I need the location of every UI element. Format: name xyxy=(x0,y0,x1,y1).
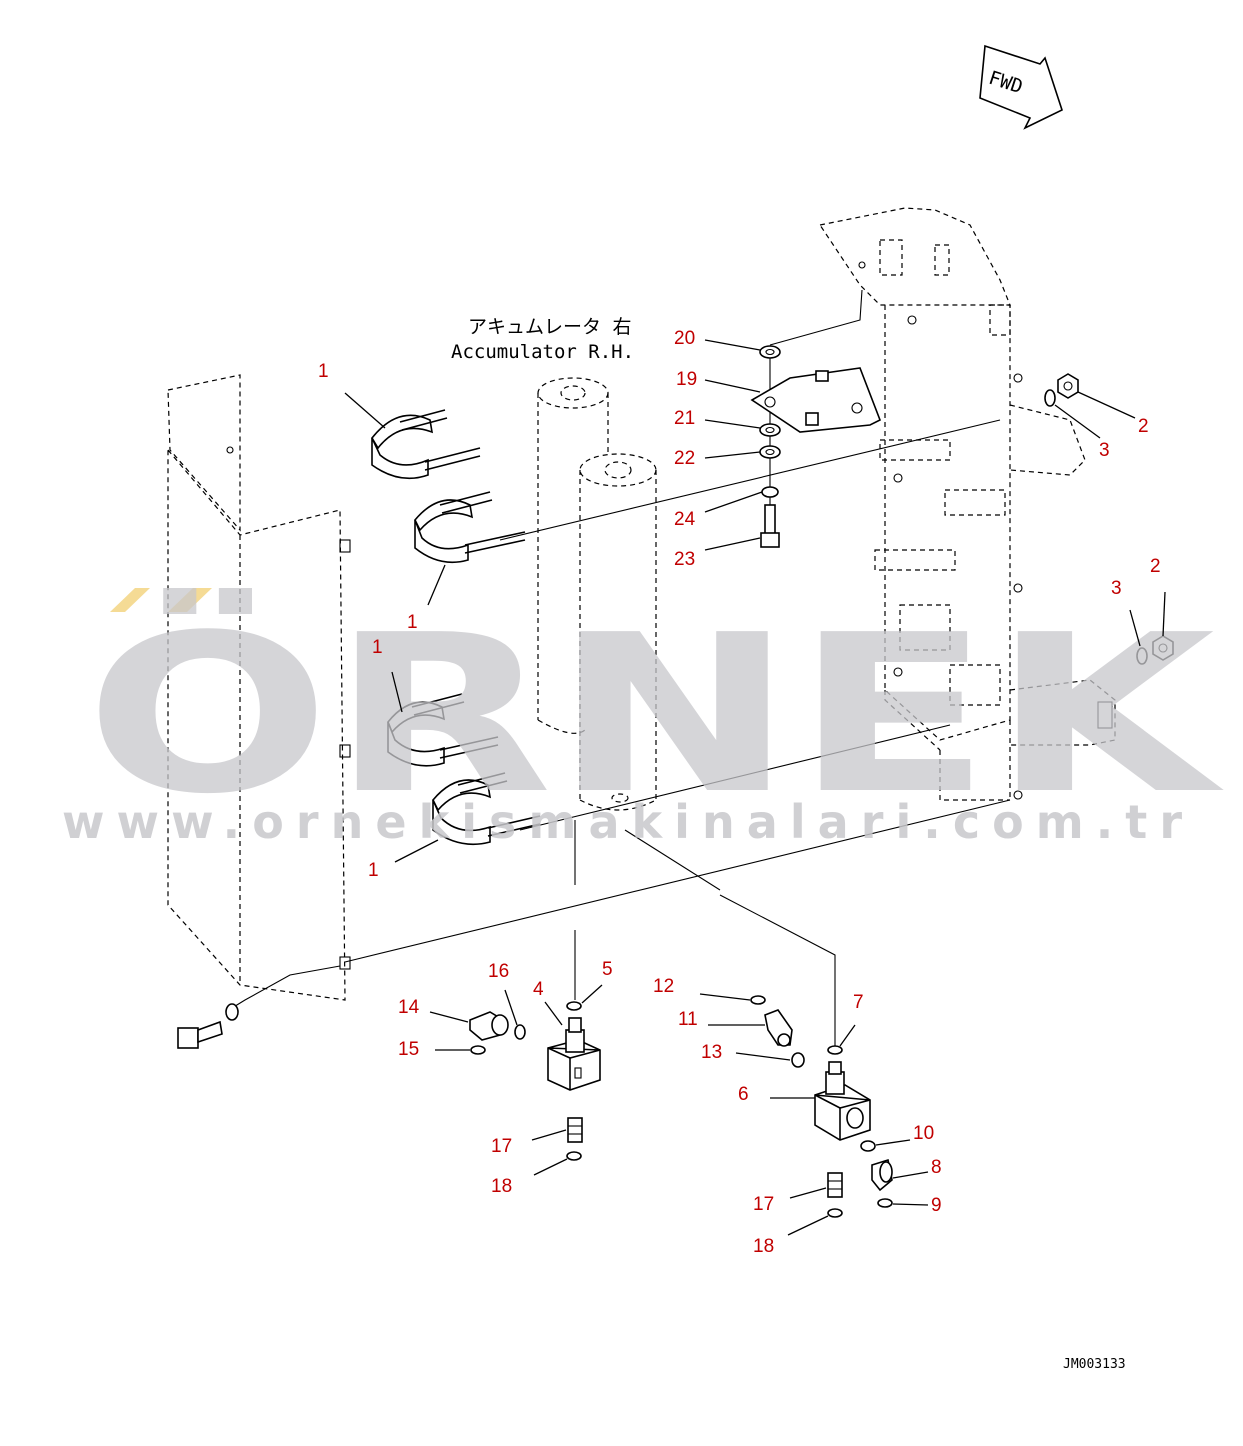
washer-3-lower xyxy=(1136,647,1148,665)
clamp-1d xyxy=(432,772,541,846)
callout-8: 8 xyxy=(931,1157,942,1178)
callout-1: 1 xyxy=(368,860,379,881)
callout-2: 2 xyxy=(1138,416,1149,437)
fwd-arrow-icon: FWD xyxy=(979,44,1063,130)
callout-1: 1 xyxy=(407,612,418,633)
callout-9: 9 xyxy=(931,1195,942,1216)
callout-12: 12 xyxy=(653,976,674,997)
callout-20: 20 xyxy=(674,328,695,349)
callout-7: 7 xyxy=(853,992,864,1013)
nut-2-upper xyxy=(1057,373,1079,399)
title-japanese: アキュムレータ 右 xyxy=(468,316,631,338)
washer-3-upper xyxy=(1044,389,1056,407)
callout-3: 3 xyxy=(1099,440,1110,461)
callout-13: 13 xyxy=(701,1042,722,1063)
bolt-left xyxy=(177,1003,239,1049)
callout-23: 23 xyxy=(674,549,695,570)
title-english: Accumulator R.H. xyxy=(451,341,634,363)
accumulator-rear xyxy=(537,377,609,734)
callout-numbers: 1 1 1 1 2 2 3 3 4 5 6 7 8 9 10 11 12 13 … xyxy=(318,328,1161,1257)
callout-22: 22 xyxy=(674,448,695,469)
callout-19: 19 xyxy=(676,369,697,390)
clamp-1a xyxy=(371,409,481,480)
o-ring-16 xyxy=(514,1024,526,1040)
callout-21: 21 xyxy=(674,408,695,429)
callout-24: 24 xyxy=(674,509,696,530)
callout-1: 1 xyxy=(372,637,383,658)
elbow-fitting-11 xyxy=(764,1009,793,1047)
drawing-code: JM003133 xyxy=(1063,1357,1126,1372)
callout-1: 1 xyxy=(318,361,329,382)
callout-15: 15 xyxy=(398,1039,419,1060)
valve-block-right xyxy=(814,1084,871,1141)
o-ring-12 xyxy=(750,995,766,1005)
o-ring-10 xyxy=(860,1140,876,1152)
o-ring-15 xyxy=(470,1045,486,1055)
fitting-6-top xyxy=(825,1061,845,1095)
callout-17: 17 xyxy=(753,1194,774,1215)
callout-16: 16 xyxy=(488,961,509,982)
accumulator-front xyxy=(579,453,657,811)
callout-5: 5 xyxy=(602,959,613,980)
left-cover-plate xyxy=(167,374,351,1001)
elbow-fitting-8 xyxy=(871,1158,893,1192)
clamp-1b xyxy=(414,491,526,564)
right-mounting-frame xyxy=(819,207,1116,801)
washer-21 xyxy=(759,423,781,437)
bracket-plate-19 xyxy=(750,367,882,433)
o-ring-18-right xyxy=(827,1208,843,1218)
callout-4: 4 xyxy=(533,979,544,1000)
leader-lines xyxy=(344,339,1166,1236)
callout-10: 10 xyxy=(913,1123,934,1144)
callout-3: 3 xyxy=(1111,578,1122,599)
watermark-brand: ÖRNEK xyxy=(85,588,1224,842)
washer-20 xyxy=(759,345,781,359)
callout-17: 17 xyxy=(491,1136,512,1157)
fitting-4 xyxy=(565,1017,585,1053)
callout-2: 2 xyxy=(1150,556,1161,577)
o-ring-18-left xyxy=(566,1151,582,1161)
fitting-17-right xyxy=(827,1172,843,1198)
fitting-17-left xyxy=(567,1117,583,1143)
callout-11: 11 xyxy=(678,1009,698,1030)
o-ring-13 xyxy=(791,1052,805,1068)
bolt-23 xyxy=(760,504,780,548)
washer-24 xyxy=(761,486,779,498)
washer-22 xyxy=(759,445,781,459)
elbow-fitting-14 xyxy=(469,1011,509,1041)
callout-18: 18 xyxy=(491,1176,512,1197)
o-ring-5 xyxy=(566,1001,582,1011)
watermark: ÖRNEK www.ornekismakinalari.com.tr xyxy=(62,588,1224,849)
callout-18: 18 xyxy=(753,1236,774,1257)
o-ring-7 xyxy=(827,1045,843,1055)
callout-6: 6 xyxy=(738,1084,749,1105)
assembly-lines xyxy=(231,289,1011,1050)
callout-14: 14 xyxy=(398,997,420,1018)
o-ring-9 xyxy=(877,1198,893,1208)
